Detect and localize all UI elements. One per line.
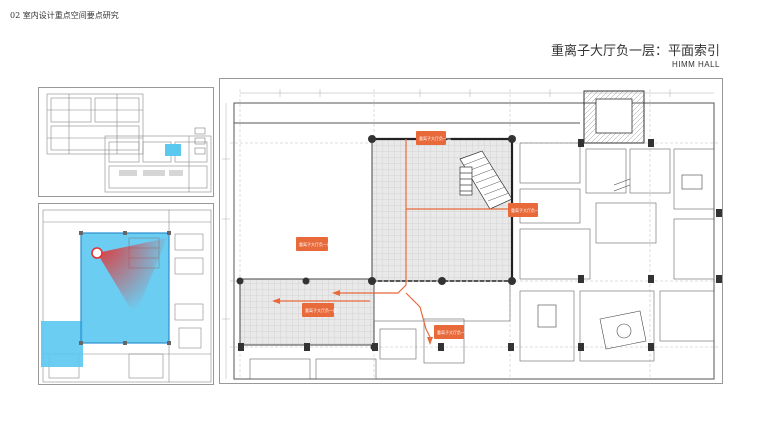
viewpoint-marker bbox=[91, 247, 103, 259]
view-cone bbox=[97, 238, 167, 316]
page-title: 重离子大厅负一层：平面索引 bbox=[550, 44, 720, 59]
callout-3: 重离子大厅负一层 bbox=[296, 237, 331, 251]
svg-text:重离子大厅负一层: 重离子大厅负一层 bbox=[305, 307, 337, 313]
staircase bbox=[459, 150, 513, 210]
callout-5: 重离子大厅负一层 bbox=[434, 325, 469, 339]
page-subtitle: HIMM HALL bbox=[671, 60, 720, 69]
highlight-side-zone bbox=[41, 321, 83, 367]
breadcrumb: 02 室内设计重点空间要点研究 bbox=[10, 11, 119, 20]
svg-text:重离子大厅负一层: 重离子大厅负一层 bbox=[511, 207, 543, 213]
svg-text:重离子大厅负一层: 重离子大厅负一层 bbox=[437, 329, 469, 335]
svg-text:重离子大厅负一层: 重离子大厅负一层 bbox=[419, 135, 451, 141]
floor-plan-main: 重离子大厅负一层 重离子大厅负一层 重离子大厅负一层 重离子大厅负一层 重离子大… bbox=[219, 78, 723, 384]
callout-2: 重离子大厅负一层 bbox=[508, 203, 543, 217]
hall-upper-tiled bbox=[371, 138, 513, 282]
key-plan-detail bbox=[38, 203, 214, 385]
key-plan-highlight bbox=[165, 144, 181, 156]
callout-1: 重离子大厅负一层 bbox=[416, 131, 451, 145]
circulation-route bbox=[280, 139, 508, 338]
key-plan-overview bbox=[38, 87, 214, 197]
callout-4: 重离子大厅负一层 bbox=[302, 303, 337, 317]
svg-text:重离子大厅负一层: 重离子大厅负一层 bbox=[299, 241, 331, 247]
